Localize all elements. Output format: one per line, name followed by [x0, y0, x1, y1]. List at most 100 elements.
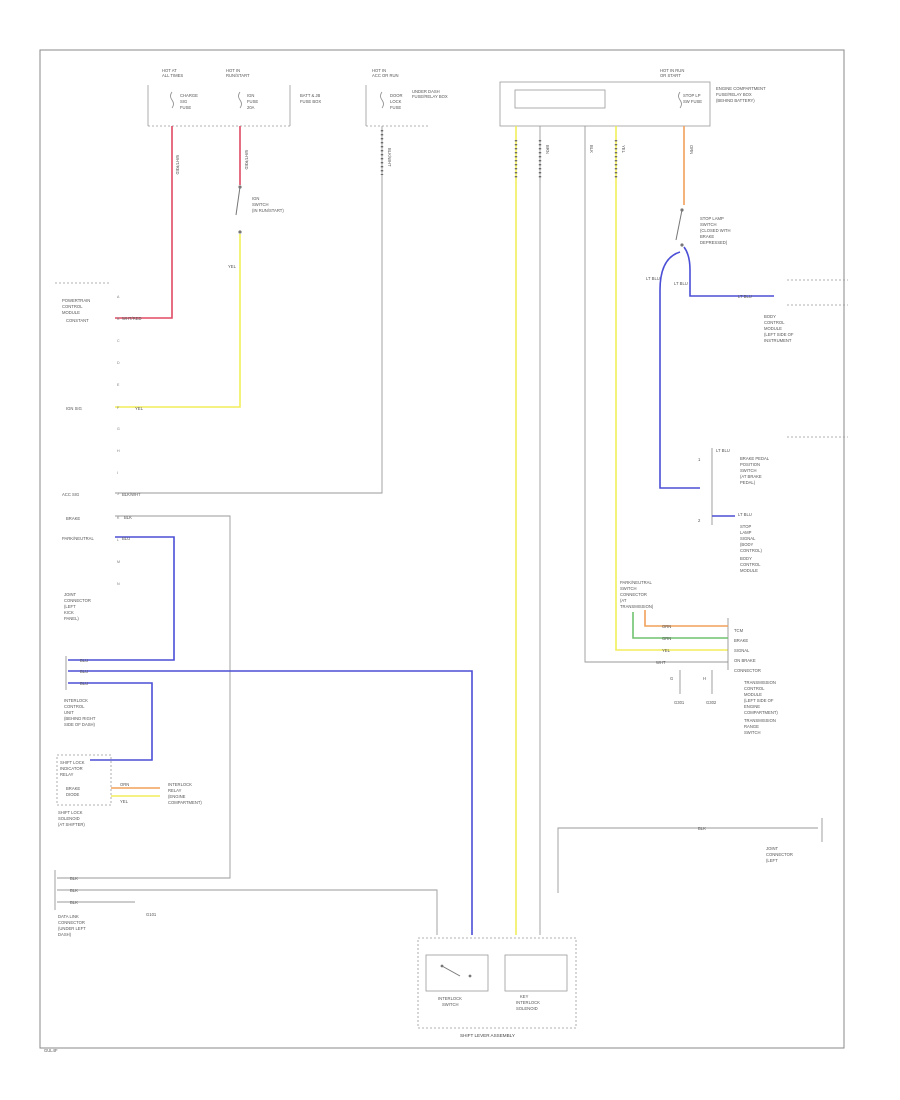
joint-connector-left: JOINT CONNECTOR (LEFT KICK PANEL) INTERL…	[64, 592, 96, 727]
stop-switch-label-1: STOP LAMP	[700, 216, 724, 221]
fuse-3-inner-2: LOCK	[390, 99, 402, 104]
fuse-1-inner-3: FUSE	[180, 105, 191, 110]
wire-blue-long	[68, 670, 473, 935]
key-solenoid-2: INTERLOCK	[516, 1000, 540, 1005]
interlock-conn-5: SIDE OF DASH)	[64, 722, 96, 727]
stop-switch-label-5: DEPRESSED)	[700, 240, 728, 245]
fuse-3-inner-3: FUSE	[390, 105, 401, 110]
fuse-1-inner-2: SIG	[180, 99, 187, 104]
ecm-pin-j: J	[117, 492, 119, 496]
key-solenoid-1: KEY	[520, 994, 529, 999]
fuse-3-inner-1: DOOR	[390, 93, 403, 98]
wire-lt-label-1: LT BLU	[646, 276, 660, 281]
brake-pedal-1: BRAKE PEDAL	[740, 456, 770, 461]
wire-black-bottom-right	[557, 827, 818, 893]
fuse-2-inner-3: 20A	[247, 105, 255, 110]
fuse-block-left: HOT AT ALL TIMES HOT IN RUN/START CHARGE…	[147, 68, 321, 127]
ecm-acc: ACC SIG	[62, 492, 79, 497]
ecm-pin-g: G	[117, 427, 120, 431]
joint-connector-right: BLK JOINT CONNECTOR (LEFT	[698, 818, 823, 863]
pcm-wire-yel-label: YEL	[662, 648, 671, 653]
fuse-1-inner-1: CHARGE	[180, 93, 198, 98]
right-lf-2: CONTROL	[764, 320, 785, 325]
ecm-pin-n: N	[117, 582, 120, 586]
wire-orange-pcm	[644, 610, 728, 627]
wire-lt-label-2: LT BLU	[674, 281, 688, 286]
ecm-pin-i: I	[117, 471, 118, 475]
interlock-conn-2: CONTROL	[64, 704, 85, 709]
interlock-conn-1: INTERLOCK	[64, 698, 88, 703]
right-lower-3: MODULE	[744, 692, 762, 697]
ecm-pin-f: F	[117, 406, 120, 410]
dlc-3: (UNDER LEFT	[58, 926, 86, 931]
right-lower-5: ENGINE	[744, 704, 760, 709]
instrument-box-2: FUSE/RELAY BOX	[412, 94, 448, 99]
brake-pedal-3: SWITCH	[740, 468, 757, 473]
body-control-module-block: BODY CONTROL MODULE (LEFT SIDE OF INSTRU…	[764, 279, 848, 343]
ecm-pin-b: B	[117, 317, 120, 321]
interlock-switch-1: INTERLOCK	[438, 996, 462, 1001]
pcm-wire-org-label: ORN	[662, 624, 671, 629]
ecm-constant: CONSTANT	[66, 318, 89, 323]
trans-range-3: SWITCH	[744, 730, 761, 735]
wire-orange-label: ORN	[689, 145, 694, 154]
brake-pedal-4: (AT BRAKE	[740, 474, 762, 479]
ecm-constant-wire-label: WHT/RED	[122, 316, 142, 321]
stop-lamp-switch: STOP LAMP SWITCH (CLOSED WITH BRAKE DEPR…	[675, 208, 730, 247]
dlc-wire-3: BLK	[70, 900, 78, 905]
shift-module-2: INDICATOR	[60, 766, 83, 771]
pcm-block-1: PARK/NEUTRAL	[620, 580, 652, 585]
wire-gray-pcm	[584, 126, 728, 663]
wire-ign-yellow	[115, 234, 241, 408]
wire-green-pcm	[632, 612, 728, 639]
joint-5: PANEL)	[64, 616, 79, 621]
wire-blk-label: BLK	[589, 145, 594, 153]
fuse-4-inner-1: STOP LP	[683, 93, 701, 98]
ecm-pin-d: D	[117, 361, 120, 365]
ground-pin-g: G	[670, 676, 673, 681]
ecm-ign-wire-label: YEL	[135, 406, 144, 411]
shift-lock-1: SHIFT LOCK	[58, 810, 83, 815]
page-id: GUL4F	[44, 1048, 58, 1053]
ecm-title-2: CONTROL	[62, 304, 83, 309]
dlc-g101: G101	[146, 912, 157, 917]
pcm-wire-grn-label: GRN	[662, 636, 671, 641]
instrument-box-1: UNDER DASH	[412, 89, 440, 94]
fuse-2-heading-1: HOT IN	[226, 68, 240, 73]
right-lower-6: COMPARTMENT)	[744, 710, 778, 715]
shift-module-1: SHIFT LOCK	[60, 760, 85, 765]
dlc-wire-1: BLK	[70, 876, 78, 881]
interlock-relay-block: INTERLOCK RELAY (ENGINE COMPARTMENT)	[168, 782, 202, 805]
ecm-ign: IGN SIG	[66, 406, 82, 411]
tcm-5: CONNECTOR	[734, 668, 761, 673]
relay-1: INTERLOCK	[168, 782, 192, 787]
wire-acc-black	[115, 126, 383, 494]
blu-wire-3: BLU	[80, 681, 88, 686]
ecm-title-1: POWERTRAIN	[62, 298, 90, 303]
joint-3: (LEFT	[64, 604, 76, 609]
wire-blue-stop-right	[683, 246, 774, 297]
wire-gray-dlc	[57, 889, 438, 935]
wire-blue-park	[68, 536, 175, 661]
pcm-wire-wht-label: WHT	[656, 660, 666, 665]
right-lf-5: INSTRUMENT	[764, 338, 792, 343]
key-solenoid-3: SOLENOID	[516, 1006, 538, 1011]
ground-g301: G301	[674, 700, 685, 705]
wire-yel-pcm-label: YEL	[621, 145, 626, 154]
joint-r-1: JOINT	[766, 846, 779, 851]
ecm-connector: POWERTRAIN CONTROL MODULE CONSTANT IGN S…	[55, 282, 120, 586]
joint-4: KICK	[64, 610, 74, 615]
ign-switch-label-3: (IN RUN/START)	[252, 208, 284, 213]
ground-g302: G302	[706, 700, 717, 705]
wire-blue-stop-left	[659, 251, 700, 489]
trans-range-1: TRANSMISSION	[744, 718, 776, 723]
right-lower-2: CONTROL	[744, 686, 765, 691]
tcm-4: ON BRAKE	[734, 658, 756, 663]
ecm-pin-k: K	[117, 516, 120, 520]
right-lower-4: (LEFT SIDE OF	[744, 698, 774, 703]
right-back-3: MODULE	[740, 568, 758, 573]
diode-2: DIODE	[66, 792, 79, 797]
joint-1: JOINT	[64, 592, 77, 597]
relay-2: RELAY	[168, 788, 182, 793]
ecm-pin-e: E	[117, 383, 120, 387]
